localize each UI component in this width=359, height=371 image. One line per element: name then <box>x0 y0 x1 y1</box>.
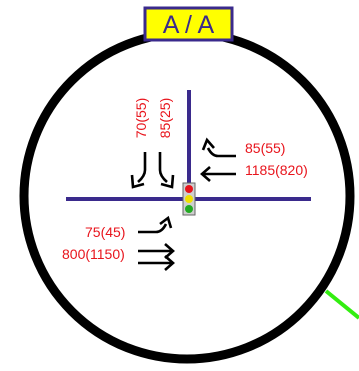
wb-left-turn-arrow-icon <box>201 137 236 158</box>
eb-left-volume: 75(45) <box>85 224 125 240</box>
sb-left-turn-arrow-icon <box>158 152 175 189</box>
leader-line <box>324 289 359 320</box>
sb-right-volume: 70(55) <box>133 98 149 138</box>
eb-through-arrow-icon <box>138 243 175 271</box>
wb-left-volume: 85(55) <box>245 140 285 156</box>
traffic-signal-icon <box>182 182 196 216</box>
wb-through-arrow-icon <box>200 166 236 182</box>
eb-left-turn-arrow-icon <box>138 215 173 234</box>
sb-right-turn-arrow-icon <box>130 152 147 189</box>
eb-through-volume: 800(1150) <box>62 246 125 262</box>
wb-through-volume: 1185(820) <box>245 162 308 178</box>
title-badge-label: A / A <box>163 11 215 39</box>
sb-left-volume: 85(25) <box>157 98 173 138</box>
title-badge: A / A <box>143 6 234 42</box>
